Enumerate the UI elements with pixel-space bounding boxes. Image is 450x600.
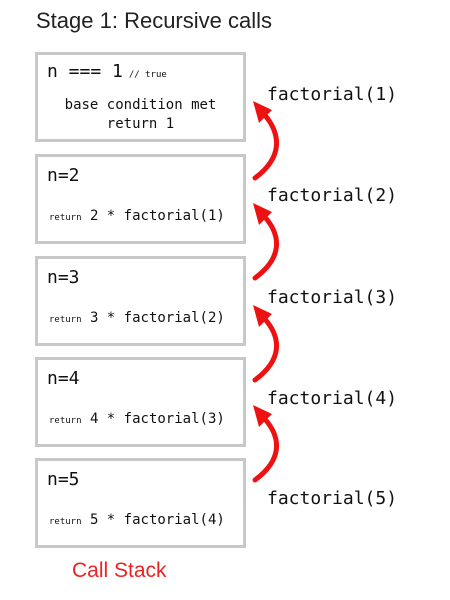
arrowhead-icon: [253, 305, 272, 327]
arrow-to-frame-n4: [252, 415, 279, 483]
frame-return: return 2 * factorial(1): [49, 208, 225, 224]
base-condition-comment: // true: [128, 70, 167, 80]
stack-frame-n5: n=5 return 5 * factorial(4): [35, 458, 246, 548]
arrowheads: [253, 101, 272, 427]
base-body: base condition met return 1: [38, 96, 243, 134]
stack-frame-n3: n=3 return 3 * factorial(2): [35, 256, 246, 346]
return-keyword: return: [49, 416, 82, 426]
diagram-title: Stage 1: Recursive calls: [36, 8, 272, 33]
return-keyword: return: [49, 517, 82, 527]
return-expression: 4 * factorial(3): [89, 411, 225, 427]
frame-return: return 3 * factorial(2): [49, 310, 225, 326]
arrow-to-frame-n2: [252, 213, 279, 281]
call-label-factorial-2: factorial(2): [267, 185, 398, 206]
base-condition-code: n === 1: [47, 61, 123, 82]
base-message: base condition met: [64, 97, 217, 113]
frame-variable: n=3: [47, 267, 80, 288]
frame-return: return 4 * factorial(3): [49, 411, 225, 427]
frame-variable: n=5: [47, 469, 80, 490]
return-keyword: return: [49, 315, 82, 325]
arrowhead-icon: [253, 405, 272, 427]
call-label-factorial-1: factorial(1): [267, 84, 398, 105]
frame-return: return 5 * factorial(4): [49, 512, 225, 528]
stack-frame-n4: n=4 return 4 * factorial(3): [35, 357, 246, 447]
return-expression: 5 * factorial(4): [89, 512, 225, 528]
frame-variable: n=4: [47, 368, 80, 389]
return-keyword: return: [49, 213, 82, 223]
return-expression: 3 * factorial(2): [89, 310, 225, 326]
call-stack-label: Call Stack: [72, 559, 167, 582]
arrow-group: [252, 111, 279, 483]
base-condition: n === 1 // true: [47, 61, 167, 82]
arrow-to-frame-base: [252, 111, 279, 181]
arrow-to-frame-n3: [252, 315, 279, 383]
call-label-factorial-5: factorial(5): [267, 488, 398, 509]
frame-variable: n=2: [47, 165, 80, 186]
return-expression: 2 * factorial(1): [89, 208, 225, 224]
arrowhead-icon: [253, 101, 272, 123]
stack-frame-base: n === 1 // true base condition met return…: [35, 52, 246, 142]
base-return: return 1: [106, 116, 175, 132]
stack-frame-n2: n=2 return 2 * factorial(1): [35, 154, 246, 244]
arrowhead-icon: [253, 203, 272, 225]
call-label-factorial-4: factorial(4): [267, 388, 398, 409]
call-label-factorial-3: factorial(3): [267, 287, 398, 308]
